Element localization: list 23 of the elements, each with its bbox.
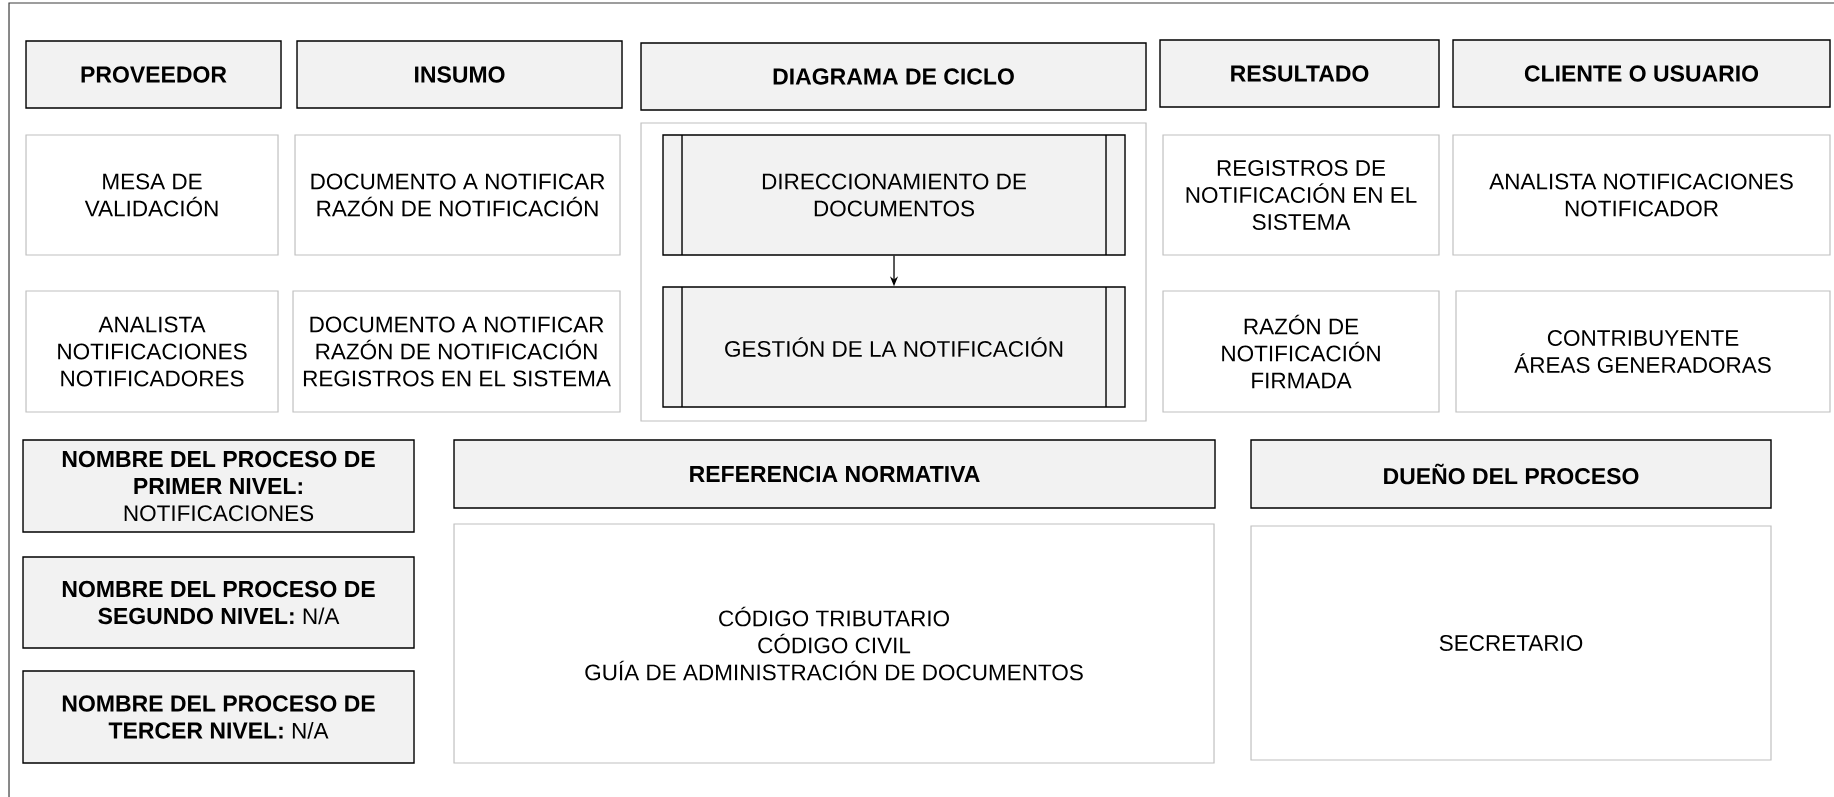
process-box: DIRECCIONAMIENTO DE DOCUMENTOS	[662, 134, 1126, 256]
process-group-box	[640, 122, 1147, 422]
process-name-box: NOMBRE DEL PROCESO DE SEGUNDO NIVEL: N/A	[22, 556, 415, 649]
header-box: DIAGRAMA DE CICLO	[640, 42, 1147, 111]
header-box: PROVEEDOR	[25, 40, 282, 109]
text-box: DOCUMENTO A NOTIFICAR RAZÓN DE NOTIFICACIÓN REGISTROS EN EL SISTEMA	[292, 290, 621, 413]
text-box: SECRETARIO	[1250, 525, 1772, 761]
text-box: CONTRIBUYENTE ÁREAS GENERADORAS	[1455, 290, 1831, 413]
text-box: MESA DE VALIDACIÓN	[25, 134, 279, 256]
text-box: CÓDIGO TRIBUTARIO CÓDIGO CIVIL GUÍA DE ADMINISTRACIÓN DE DOCUMENTOS	[453, 523, 1215, 764]
text-box: ANALISTA NOTIFICACIONES NOTIFICADORES	[25, 290, 279, 413]
header-box: REFERENCIA NORMATIVA	[453, 439, 1216, 509]
text-box: REGISTROS DE NOTIFICACIÓN EN EL SISTEMA	[1162, 134, 1440, 256]
text-box: RAZÓN DE NOTIFICACIÓN FIRMADA	[1162, 290, 1440, 413]
text-box: ANALISTA NOTIFICACIONES NOTIFICADOR	[1452, 134, 1831, 256]
process-name-box: NOMBRE DEL PROCESO DE TERCER NIVEL: N/A	[22, 670, 415, 764]
header-box: DUEÑO DEL PROCESO	[1250, 439, 1772, 509]
header-box: CLIENTE O USUARIO	[1452, 39, 1831, 108]
process-name-box: NOMBRE DEL PROCESO DE PRIMER NIVEL: NOTIFICACIONES	[22, 439, 415, 533]
process-box: GESTIÓN DE LA NOTIFICACIÓN	[662, 286, 1126, 408]
text-box: DOCUMENTO A NOTIFICAR RAZÓN DE NOTIFICACIÓN	[294, 134, 621, 256]
header-box: RESULTADO	[1159, 39, 1440, 108]
header-box: INSUMO	[296, 40, 623, 109]
